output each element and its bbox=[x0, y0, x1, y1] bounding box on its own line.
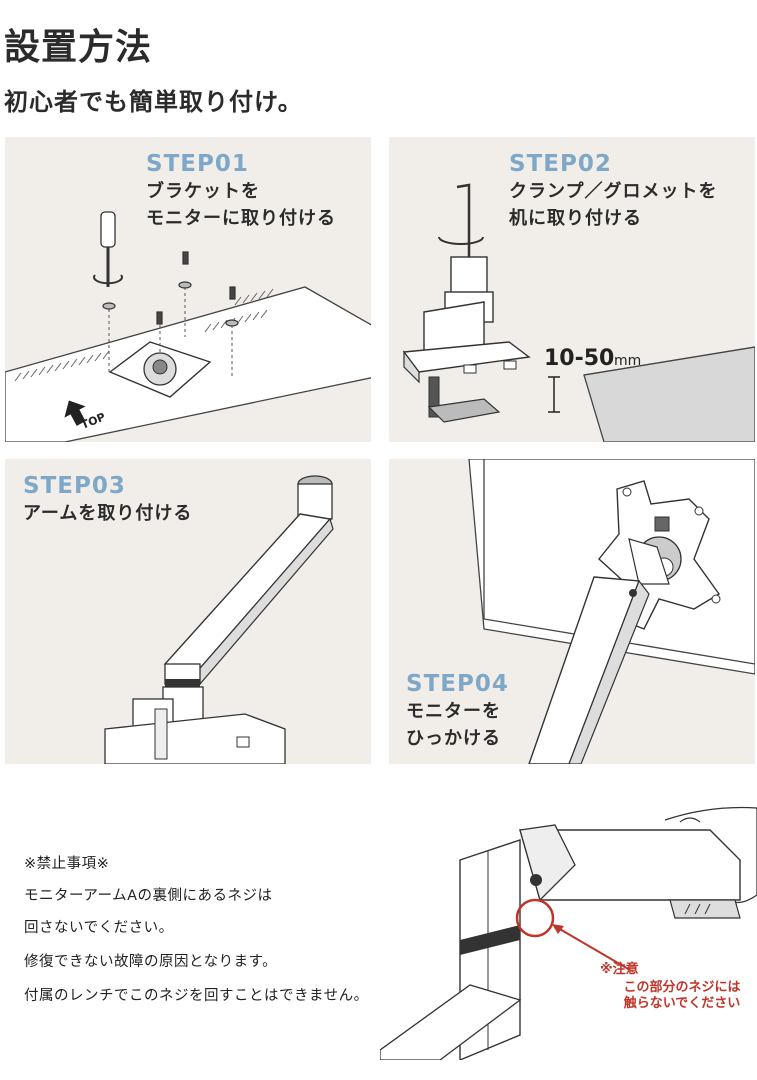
step01-line2: モニターに取り付ける bbox=[146, 208, 336, 229]
notice-heading: ※禁止事項※ bbox=[24, 856, 110, 872]
step01-illustration: TOP bbox=[5, 211, 371, 442]
step03-panel: STEP03 アームを取り付ける bbox=[5, 459, 371, 764]
step02-line1: クランプ／グロメットを bbox=[509, 181, 718, 202]
step03-illustration bbox=[104, 475, 334, 764]
notice-line4: 付属のレンチでこのネジを回すことはできません。 bbox=[24, 988, 369, 1004]
step04-panel: STEP04 モニターを ひっかける bbox=[389, 459, 755, 764]
step04-line2: ひっかける bbox=[406, 728, 501, 749]
step03-line1: アームを取り付ける bbox=[23, 503, 193, 524]
clamp-range-value: 10-50 bbox=[544, 346, 614, 371]
notice-line1: モニターアームAの裏側にあるネジは bbox=[24, 888, 273, 904]
step04-label: STEP04 bbox=[406, 671, 509, 697]
step02-label: STEP02 bbox=[509, 151, 612, 177]
callout-line1: この部分のネジには bbox=[623, 980, 741, 995]
step02-illustration: 10-50 mm bbox=[402, 183, 755, 442]
page-title: 設置方法 bbox=[4, 27, 153, 68]
callout-line2: 触らないでください bbox=[623, 996, 741, 1011]
notice-line2: 回さないでください。 bbox=[24, 920, 174, 936]
step04-line1: モニターを bbox=[406, 701, 501, 722]
callout-heading: ※注意 bbox=[600, 962, 639, 977]
clamp-range-unit: mm bbox=[614, 353, 641, 369]
step02-panel: STEP02 クランプ／グロメットを 机に取り付ける 10-50 mm bbox=[389, 137, 755, 442]
step02-line2: 机に取り付ける bbox=[509, 208, 642, 229]
notice-illustration bbox=[380, 806, 757, 1060]
page-subtitle: 初心者でも簡単取り付け。 bbox=[4, 88, 303, 116]
notice-line3: 修復できない故障の原因となります。 bbox=[24, 954, 278, 970]
step04-illustration bbox=[468, 459, 755, 764]
step03-label: STEP03 bbox=[23, 473, 126, 499]
step01-panel: STEP01 ブラケットを モニターに取り付ける bbox=[5, 137, 371, 442]
step01-line1: ブラケットを bbox=[146, 181, 260, 202]
step01-label: STEP01 bbox=[146, 151, 249, 177]
